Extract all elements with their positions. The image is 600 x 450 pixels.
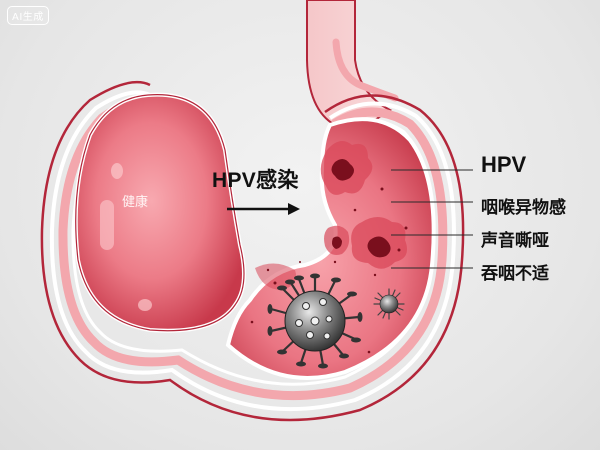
lesion-3: [324, 225, 350, 255]
symptom-label-hoarseness: 声音嘶哑: [481, 231, 549, 251]
right-arrow-icon: [227, 203, 300, 215]
symptom-label-hpv: HPV: [481, 152, 527, 177]
healthy-label: 健康: [122, 195, 149, 210]
virus-small: [373, 288, 405, 320]
lesion-1: [320, 141, 373, 195]
symptom-label-throat-foreign-body: 咽喉异物感: [481, 198, 566, 218]
leader-lines: [391, 169, 473, 269]
lesion-2: [351, 217, 408, 269]
hpv-infection-title: HPV感染: [212, 169, 299, 192]
virus-large: [267, 273, 363, 369]
symptom-label-swallowing-discomfort: 吞咽不适: [481, 264, 549, 284]
infected-tissue: [225, 117, 436, 380]
healthy-tissue: [73, 92, 246, 333]
ai-generated-badge: AI生成: [7, 6, 49, 25]
